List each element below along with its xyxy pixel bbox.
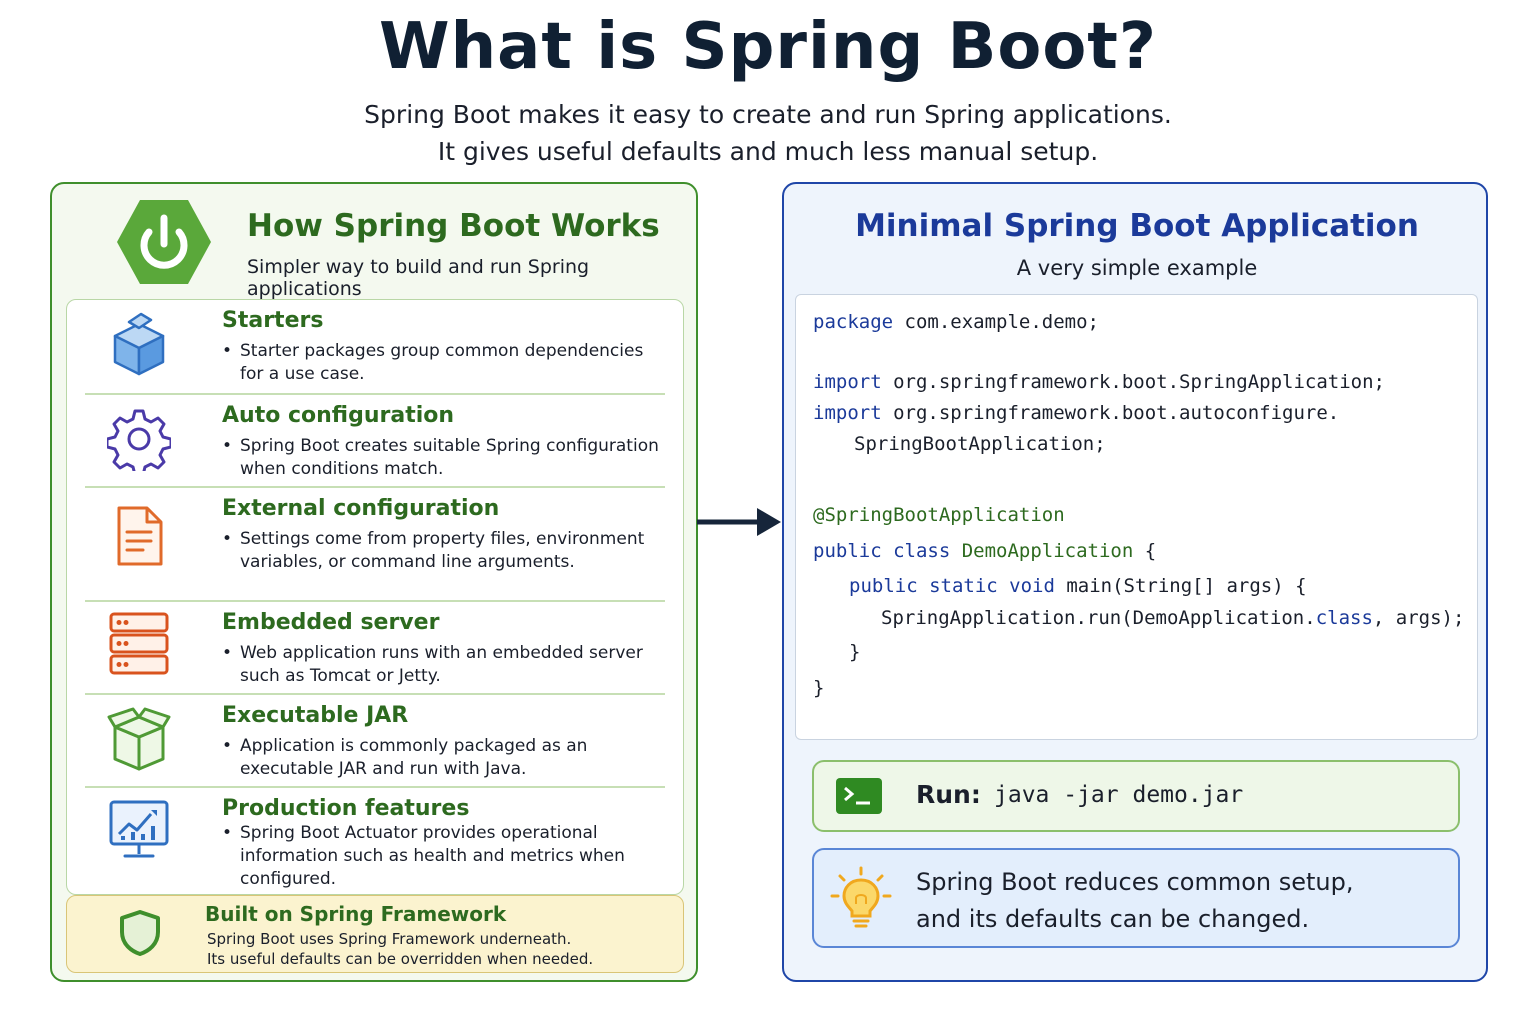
code-text: { — [1133, 540, 1157, 562]
cube-icon — [113, 312, 165, 376]
gear-icon — [107, 409, 171, 471]
feature-production-features: Production features Spring Boot Actuator… — [85, 788, 665, 896]
feature-desc: Starter packages group common dependenci… — [222, 340, 662, 386]
code-line: import org.springframework.boot.autoconf… — [813, 402, 1339, 424]
code-text: org.springframework.boot.SpringApplicati… — [881, 371, 1385, 393]
monitor-chart-icon — [109, 800, 169, 858]
page-title: What is Spring Boot? — [378, 10, 1158, 84]
code-keyword: import — [813, 371, 882, 393]
feature-auto-configuration: Auto configuration Spring Boot creates s… — [85, 395, 665, 488]
feature-list: Starters Starter packages group common d… — [66, 299, 684, 895]
code-line: package com.example.demo; — [813, 311, 1099, 333]
foundation-line2: Its useful defaults can be overridden wh… — [207, 950, 594, 968]
code-keyword: package — [813, 311, 894, 333]
code-keyword: class — [1315, 607, 1373, 629]
code-line: } — [849, 641, 861, 663]
note-line1: Spring Boot reduces common setup, — [916, 868, 1354, 896]
foundation-line1: Spring Boot uses Spring Framework undern… — [207, 930, 572, 948]
feature-title: Production features — [222, 796, 470, 821]
panel-subtitle: A very simple example — [1016, 256, 1258, 280]
code-text: main(String[] args) { — [1054, 575, 1307, 597]
server-icon — [109, 612, 169, 675]
panel-title: Minimal Spring Boot Application — [855, 208, 1419, 244]
code-block: package com.example.demo; import org.spr… — [795, 294, 1478, 740]
feature-executable-jar: Executable JAR Application is commonly p… — [85, 695, 665, 788]
arrow-right-icon — [697, 508, 781, 536]
foundation-box: Built on Spring Framework Spring Boot us… — [66, 895, 684, 973]
feature-title: Embedded server — [222, 610, 440, 635]
code-line: import org.springframework.boot.SpringAp… — [813, 371, 1385, 393]
code-text: org.springframework.boot.autoconfigure. — [881, 402, 1340, 424]
code-line: public class DemoApplication { — [813, 540, 1156, 562]
document-icon — [117, 506, 163, 566]
run-command-box: Run: java -jar demo.jar — [812, 760, 1460, 832]
divider — [85, 693, 665, 695]
code-line: public static void main(String[] args) { — [849, 575, 1307, 597]
feature-desc: Spring Boot creates suitable Spring conf… — [222, 435, 662, 481]
code-line: SpringApplication.run(DemoApplication.cl… — [881, 607, 1464, 629]
note-line2: and its defaults can be changed. — [916, 905, 1310, 933]
code-line: } — [813, 677, 825, 699]
power-icon — [117, 200, 211, 284]
code-text: com.example.demo; — [893, 311, 1099, 333]
feature-desc: Spring Boot Actuator provides operationa… — [222, 822, 672, 891]
panel-title: How Spring Boot Works — [247, 208, 660, 244]
run-label: Run: — [916, 780, 981, 809]
feature-title: Executable JAR — [222, 703, 409, 728]
code-text: SpringApplication.run(DemoApplication. — [881, 607, 1316, 629]
code-line: SpringBootApplication; — [854, 433, 1106, 455]
feature-embedded-server: Embedded server Web application runs wit… — [85, 602, 665, 695]
code-keyword: public static void — [849, 575, 1055, 597]
feature-desc: Application is commonly packaged as an e… — [222, 735, 662, 781]
note-box: Spring Boot reduces common setup, and it… — [812, 848, 1460, 948]
feature-title: External configuration — [222, 496, 500, 521]
code-text: , args); — [1372, 607, 1465, 629]
feature-desc: Settings come from property files, envir… — [222, 528, 662, 574]
feature-external-configuration: External configuration Settings come fro… — [85, 488, 665, 602]
feature-desc: Web application runs with an embedded se… — [222, 642, 662, 688]
run-command: java -jar demo.jar — [994, 782, 1244, 808]
divider — [85, 786, 665, 788]
code-keyword: import — [813, 402, 882, 424]
package-icon — [107, 707, 171, 771]
divider — [85, 486, 665, 488]
how-it-works-panel: How Spring Boot Works Simpler way to bui… — [50, 182, 698, 982]
shield-icon — [120, 910, 160, 956]
page-subtitle-line2: It gives useful defaults and much less m… — [437, 137, 1099, 166]
code-annotation: @SpringBootApplication — [813, 504, 1065, 526]
page-subtitle-line1: Spring Boot makes it easy to create and … — [364, 100, 1172, 129]
panel-subtitle: Simpler way to build and run Spring appl… — [247, 256, 590, 300]
divider — [85, 393, 665, 395]
example-panel: Minimal Spring Boot Application A very s… — [782, 182, 1488, 982]
code-keyword: public class — [813, 540, 951, 562]
feature-starters: Starters Starter packages group common d… — [85, 300, 665, 395]
code-class-name: DemoApplication — [950, 540, 1134, 562]
lightbulb-icon — [830, 866, 892, 928]
divider — [85, 600, 665, 602]
terminal-icon — [836, 778, 882, 814]
feature-title: Starters — [222, 308, 324, 333]
foundation-title: Built on Spring Framework — [205, 902, 507, 926]
feature-title: Auto configuration — [222, 403, 455, 428]
